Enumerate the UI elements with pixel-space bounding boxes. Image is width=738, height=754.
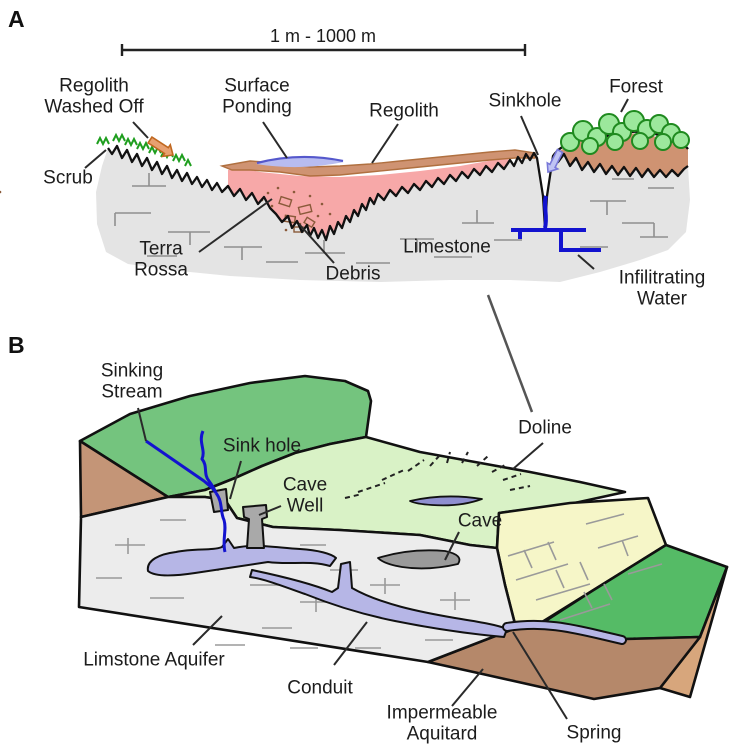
panel-a-pointers <box>84 98 629 270</box>
label-surface-ponding: Surface Ponding <box>222 75 292 118</box>
scrub-vegetation <box>96 132 192 167</box>
surface-ponding-line <box>256 155 344 165</box>
sinkhole-arrow-icon <box>546 148 564 174</box>
label-sink-hole: Sink hole <box>222 435 302 457</box>
label-forest: Forest <box>609 76 663 98</box>
label-cave-well: Cave Well <box>282 474 328 517</box>
pointer-impermeable-aquitard <box>451 668 484 707</box>
panel-connector-line <box>486 294 534 413</box>
label-limestone-aquifer: Limstone Aquifer <box>83 649 225 671</box>
label-regolith-washed-off: Regolith Washed Off <box>44 75 144 118</box>
limestone-brick-marks <box>114 173 674 264</box>
label-spring: Spring <box>566 722 622 744</box>
pointer-regolith-washed-off <box>132 121 149 139</box>
sinking-stream-path <box>145 430 227 553</box>
panel-b-pointers <box>137 407 568 720</box>
panel-a-letter: A <box>8 6 25 32</box>
scale-bar-label: 1 m - 1000 m <box>269 25 377 46</box>
pointer-surface-ponding <box>262 121 288 159</box>
label-sinkhole: Sinkhole <box>488 90 562 112</box>
limestone-body <box>96 146 690 282</box>
pointer-debris <box>298 223 335 264</box>
pointer-spring <box>512 631 568 720</box>
cave-void <box>377 549 461 570</box>
label-limestone: Limestone <box>403 236 491 258</box>
label-cave: Cave <box>457 510 503 532</box>
pointer-regolith <box>371 123 399 164</box>
panel-a-drawing <box>0 44 690 282</box>
pointer-limestone-aquifer <box>192 615 223 646</box>
bedrock-surface-line <box>107 144 689 242</box>
regolith-band <box>219 149 536 177</box>
pointer-cave <box>444 531 460 561</box>
label-sinking-stream: Sinking Stream <box>100 360 164 403</box>
well-shaft <box>242 504 268 549</box>
pointer-conduit <box>333 621 368 666</box>
pointer-scrub <box>84 149 107 169</box>
pointer-infiltrating-water <box>577 254 595 270</box>
slope-crosshatch-marks <box>507 513 663 621</box>
conduit-pool <box>146 538 337 577</box>
pointer-sinkhole <box>520 115 539 156</box>
pointer-cave-well <box>258 505 282 516</box>
label-debris: Debris <box>325 263 381 285</box>
label-scrub: Scrub <box>43 167 93 189</box>
label-doline: Doline <box>518 417 572 439</box>
label-impermeable-aquitard: Impermeable Aquitard <box>386 702 498 745</box>
pointer-forest <box>620 98 629 113</box>
pointer-sinking-stream <box>137 407 147 442</box>
panel-b-letter: B <box>8 332 25 358</box>
label-conduit: Conduit <box>287 677 353 699</box>
spring-river <box>504 621 625 643</box>
doline-rays <box>344 451 531 499</box>
pointer-terra-rossa <box>198 198 273 253</box>
forest-bushes <box>560 110 690 155</box>
label-infiltrating-water: Infilitrating Water <box>618 267 706 310</box>
doline-pond <box>409 495 483 507</box>
panel-b-drawing <box>77 374 729 720</box>
infiltrating-water-path <box>511 195 601 252</box>
pointer-sink-hole <box>229 460 242 500</box>
label-terra-rossa: Terra Rossa <box>134 238 188 281</box>
pointer-doline <box>512 442 544 470</box>
washed-off-arrow-icon <box>146 135 175 158</box>
label-regolith: Regolith <box>369 100 439 122</box>
scale-bar <box>120 44 527 56</box>
